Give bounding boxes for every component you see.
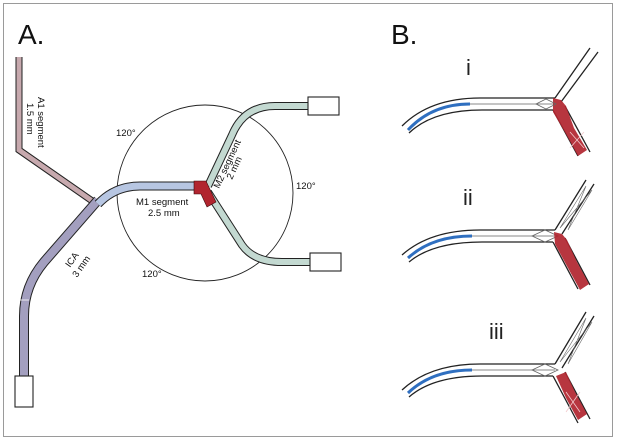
step-i-label: i [466, 55, 471, 80]
step-ii-label: ii [463, 185, 473, 210]
angle-label-top: 120° [116, 128, 136, 139]
step-i-diagram: i [401, 47, 599, 157]
angle-label-bottom: 120° [142, 269, 162, 280]
ica-end-block [14, 375, 34, 408]
figure-frame [3, 3, 613, 437]
a1-segment [15, 57, 100, 208]
m1-segment [94, 181, 196, 208]
m2-upper-end-block [307, 96, 340, 116]
m1-segment-label: M1 segment [136, 197, 189, 208]
a1-size-label: 1.5 mm [24, 103, 35, 135]
a1-segment-label: A1 segment [35, 97, 46, 148]
step-ii-diagram: ii [401, 179, 595, 290]
panel-a-letter: A. [18, 19, 44, 50]
angle-label-right: 120° [296, 181, 316, 192]
m1-size-label: 2.5 mm [148, 208, 180, 219]
m2-upper-branch [204, 102, 309, 188]
step-iii-label: iii [489, 319, 504, 344]
step-iii-diagram: iii [401, 311, 595, 424]
ica-segment [19, 196, 102, 378]
m2-lower-branch [204, 189, 311, 266]
panel-b-letter: B. [391, 19, 417, 50]
m2-lower-end-block [309, 252, 342, 272]
occlusion-clot [193, 180, 217, 208]
